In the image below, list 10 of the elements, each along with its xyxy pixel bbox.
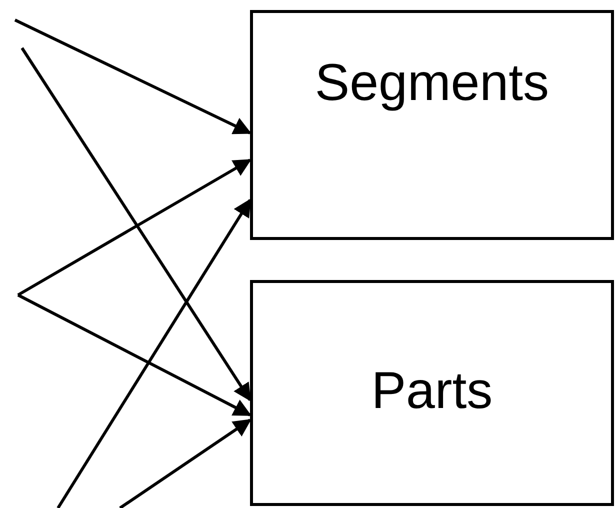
arrow bbox=[20, 47, 252, 402]
box-label: Segments bbox=[314, 53, 550, 113]
arrow bbox=[119, 418, 252, 508]
box-label: Parts bbox=[371, 361, 493, 421]
arrow bbox=[17, 158, 252, 296]
arrow bbox=[14, 18, 252, 134]
arrow bbox=[56, 198, 252, 508]
arrow bbox=[17, 294, 252, 416]
label-box bbox=[250, 280, 614, 506]
label-box bbox=[250, 10, 614, 240]
